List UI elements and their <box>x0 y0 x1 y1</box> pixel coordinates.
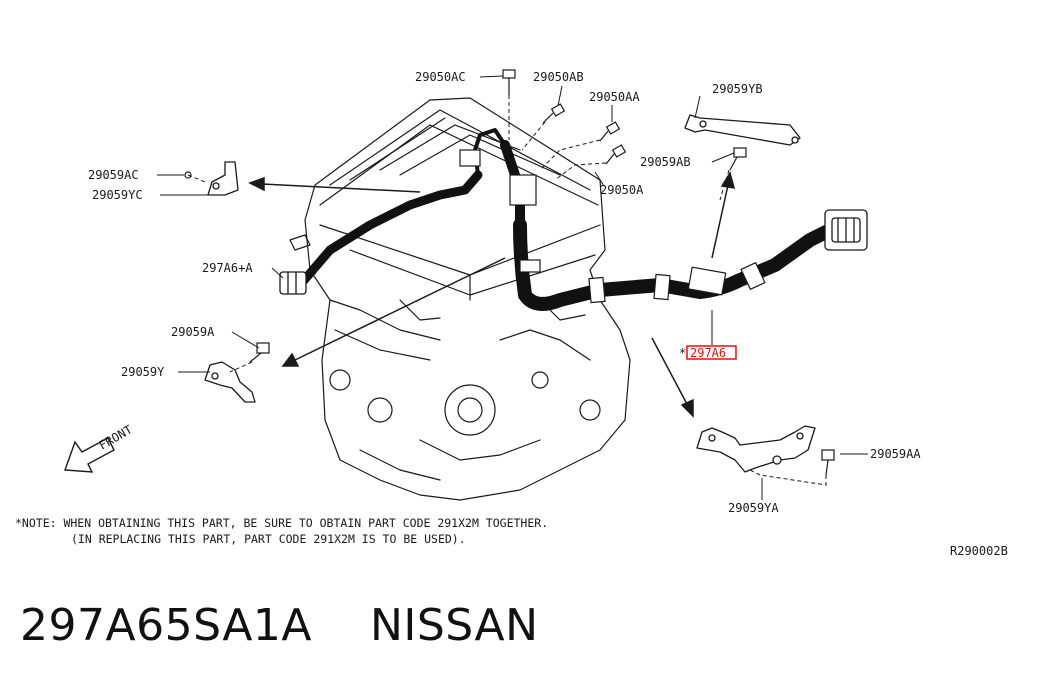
label-29059a: 29059A <box>171 325 215 339</box>
label-29059yb: 29059YB <box>712 82 763 96</box>
label-29050ab: 29050AB <box>533 70 584 84</box>
label-29059ab: 29059AB <box>640 155 691 169</box>
svg-text:*: * <box>679 346 686 360</box>
label-29059aa: 29059AA <box>870 447 921 461</box>
label-29050aa: 29050AA <box>589 90 640 104</box>
label-29059y: 29059Y <box>121 365 165 379</box>
part-number-title: 297A65SA1A NISSAN <box>20 600 539 651</box>
engine-block-outline <box>304 97 631 501</box>
label-29059ya: 29059YA <box>728 501 779 515</box>
reference-code: R290002B <box>950 544 1008 558</box>
bracket-29059yb <box>684 114 801 146</box>
front-arrow-icon <box>64 437 115 473</box>
label-297a6-plus-a: 297A6+A <box>202 261 253 275</box>
label-29059yc: 29059YC <box>92 188 143 202</box>
note-line-1: *NOTE: WHEN OBTAINING THIS PART, BE SURE… <box>15 516 549 530</box>
bracket-29059ya <box>696 425 816 473</box>
front-label: FRONT <box>97 422 135 452</box>
highlight-box <box>686 345 737 360</box>
label-29050ac: 29050AC <box>415 70 466 84</box>
harness-hose-297a6-plus-a <box>295 170 483 290</box>
label-29050a: 29050A <box>600 183 644 197</box>
harness-connector <box>824 209 868 251</box>
label-297a6-highlight: 297A6 <box>690 346 726 360</box>
bracket-29059yc <box>207 161 239 196</box>
label-29059ac: 29059AC <box>88 168 139 182</box>
note-line-2: (IN REPLACING THIS PART, PART CODE 291X2… <box>71 532 466 546</box>
bracket-29059y <box>204 361 256 403</box>
